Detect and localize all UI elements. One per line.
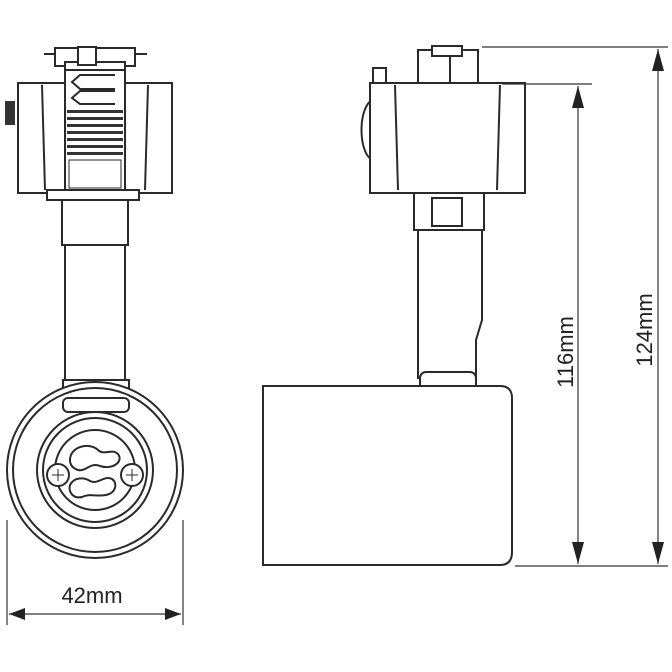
width-dimension-label: 42mm <box>61 583 122 608</box>
front-lamp-holder <box>6 381 184 559</box>
side-adapter-box <box>369 82 526 194</box>
side-stem <box>413 192 485 393</box>
front-track-connector <box>44 46 147 73</box>
front-stem <box>61 199 130 410</box>
side-view <box>262 45 526 566</box>
total-height-dimension-label: 124mm <box>632 293 657 366</box>
side-track-connector <box>417 45 479 85</box>
front-adapter-box <box>5 69 173 201</box>
front-knob <box>5 101 15 125</box>
side-lamp-body <box>262 385 513 566</box>
front-vent-slots <box>67 110 123 155</box>
side-knob <box>372 67 387 85</box>
front-view <box>5 46 184 559</box>
dimension-lines <box>6 46 668 625</box>
side-knurled-knob <box>360 99 373 161</box>
body-height-dimension-label: 116mm <box>553 316 578 388</box>
